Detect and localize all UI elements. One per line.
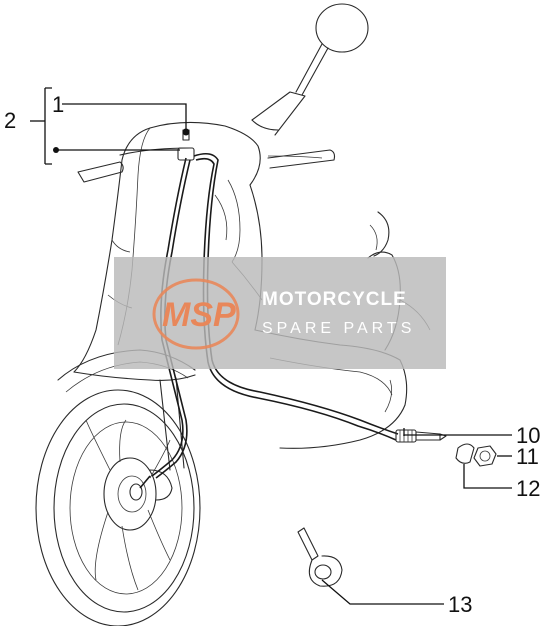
watermark-logo: MSP [162, 296, 236, 334]
callout-11: 11 [516, 444, 539, 469]
leader-lines [30, 87, 512, 605]
watermark-title: MOTORCYCLE [262, 289, 407, 310]
watermark-subtitle: SPARE PARTS [262, 320, 415, 337]
clip-part [455, 443, 475, 464]
callout-numbers: 2 1 10 11 12 13 [4, 92, 540, 617]
watermark: MSP MOTORCYCLE SPARE PARTS [114, 257, 446, 369]
nut-part [473, 445, 497, 467]
mirror [295, 3, 369, 96]
watermark-logo-ring [152, 278, 240, 350]
callout-10: 10 [516, 423, 540, 448]
callout-13: 13 [448, 592, 472, 617]
watermark-background [114, 257, 446, 369]
handlebar [77, 91, 336, 183]
bracket-part [297, 527, 343, 587]
callout-12: 12 [516, 476, 540, 501]
front-wheel [35, 389, 201, 626]
callout-2: 2 [4, 108, 16, 133]
callout-1: 1 [52, 92, 64, 117]
